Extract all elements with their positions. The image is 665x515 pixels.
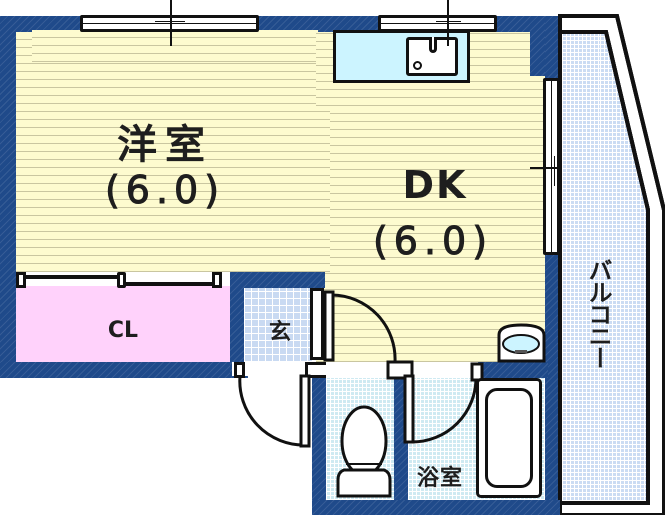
closet-wall-bottom <box>0 362 248 378</box>
entrance-label: 玄 <box>268 320 291 345</box>
dk-name: DK <box>402 163 468 207</box>
floor-connector <box>230 106 330 272</box>
closet-door-post <box>117 272 126 288</box>
western-room-name: 洋室 <box>117 122 213 168</box>
entrance-door-jamb <box>310 288 324 360</box>
dk-size: (6.0) <box>372 219 494 264</box>
western-room-size: (6.0) <box>104 168 226 213</box>
closet-door-post <box>16 272 26 288</box>
kitchen-sink <box>406 37 458 76</box>
lower-wall-bottom <box>312 500 560 515</box>
toilet-wall-left <box>312 378 326 515</box>
bathroom-label: 浴室 <box>416 466 463 491</box>
closet-door-post <box>212 272 222 288</box>
drain-icon <box>413 61 422 70</box>
exterior-wall-left <box>0 16 16 378</box>
window-center-mark <box>170 0 172 46</box>
entrance-step <box>232 362 322 376</box>
closet-floor <box>16 286 230 362</box>
balcony-door-mark <box>530 167 578 169</box>
closet-sliding-door-left[interactable] <box>20 275 122 279</box>
bathtub <box>476 378 542 498</box>
faucet-icon <box>429 37 437 53</box>
bathroom-wall-top <box>478 362 548 378</box>
entrance-wall <box>230 272 325 288</box>
closet-label: CL <box>107 318 139 343</box>
entrance-wall-left <box>230 272 244 378</box>
bathtub-basin <box>485 388 533 488</box>
balcony-label: バルコニー <box>584 258 612 368</box>
closet-sliding-door-right[interactable] <box>120 282 220 286</box>
entrance-floor <box>244 288 312 362</box>
western-room-floor-upper <box>32 30 322 62</box>
window-kitchen-mark <box>447 0 449 46</box>
